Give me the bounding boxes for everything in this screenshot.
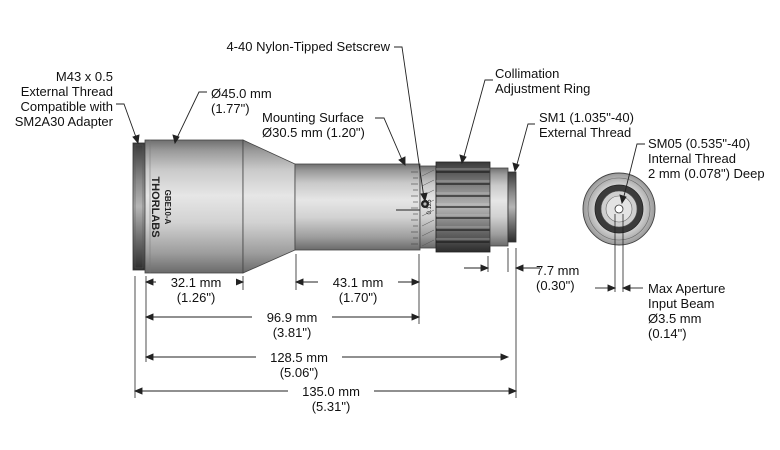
setscrew-line: 4-40 Nylon-Tipped Setscrew xyxy=(226,39,390,54)
max-aperture-callout: Max Aperture Input Beam Ø3.5 mm (0.14") xyxy=(648,281,725,341)
diameter-45-callout: Ø45.0 mm (1.77") xyxy=(211,86,272,116)
brand-text: THORLABS xyxy=(149,176,161,237)
m43-thread-callout: M43 x 0.5 External Thread Compatible wit… xyxy=(10,69,113,129)
mounting-surface-callout: Mounting Surface Ø30.5 mm (1.20") xyxy=(262,110,365,140)
aperture-line-1: Max Aperture xyxy=(648,281,726,296)
dim-43-1: 43.1 mm (1.70") xyxy=(318,275,398,305)
dim-43-in: (1.70") xyxy=(338,290,378,305)
mounting-line-1: Mounting Surface xyxy=(262,110,364,125)
collimation-ring-callout: Collimation Adjustment Ring xyxy=(495,66,590,96)
sm1-line-2: External Thread xyxy=(539,125,632,140)
m43-line-4: SM2A30 Adapter xyxy=(14,114,113,129)
dim-7-in: (0.30") xyxy=(536,278,575,293)
sm1-line-1: SM1 (1.035"-40) xyxy=(539,110,634,125)
dim-128-in: (5.06") xyxy=(279,365,319,380)
tapered-section xyxy=(242,139,296,274)
sm05-thread-callout: SM05 (0.535"-40) Internal Thread 2 mm (0… xyxy=(648,136,765,181)
dim-32-1: 32.1 mm (1.26") xyxy=(156,275,236,305)
sm1-thread-callout: SM1 (1.035"-40) External Thread xyxy=(539,110,634,140)
dim-128-5: 128.5 mm (5.06") xyxy=(256,350,342,380)
mounting-line-2: Ø30.5 mm (1.20") xyxy=(262,125,365,140)
dim-7-7: 7.7 mm (0.30") xyxy=(536,263,579,293)
sm05-line-3: 2 mm (0.078") Deep xyxy=(648,166,765,181)
sm1-thread xyxy=(507,171,517,243)
sm05-line-2: Internal Thread xyxy=(648,151,736,166)
aperture-line-2: Input Beam xyxy=(648,296,715,311)
dim-32-in: (1.26") xyxy=(176,290,216,305)
dim-43-mm: 43.1 mm xyxy=(332,275,384,290)
end-view xyxy=(582,172,656,246)
sm05-line-1: SM05 (0.535"-40) xyxy=(648,136,751,151)
dim-96-in: (3.81") xyxy=(272,325,312,340)
dim-96-mm: 96.9 mm xyxy=(266,310,318,325)
dim-135-mm: 135.0 mm xyxy=(302,384,360,399)
m43-line-1: M43 x 0.5 xyxy=(55,69,113,84)
extension-lines xyxy=(134,214,624,398)
mounting-barrel xyxy=(294,163,421,251)
collimation-line-1: Collimation xyxy=(495,66,560,81)
dim-96-9: 96.9 mm (3.81") xyxy=(252,310,332,340)
leader-lines xyxy=(116,46,645,205)
ring-mark-text: 0.125 xyxy=(427,199,433,215)
dim-135-0: 135.0 mm (5.31") xyxy=(288,384,374,414)
model-text: GBE10-A xyxy=(163,190,172,225)
input-aperture-icon xyxy=(614,204,624,214)
aperture-line-3: Ø3.5 mm xyxy=(648,311,702,326)
dim-135-in: (5.31") xyxy=(311,399,351,414)
m43-line-3: Compatible with xyxy=(20,99,114,114)
dia45-line-2: (1.77") xyxy=(211,101,250,116)
rear-barrel xyxy=(489,167,509,247)
dim-7-mm: 7.7 mm xyxy=(536,263,580,278)
setscrew-callout: 4-40 Nylon-Tipped Setscrew xyxy=(190,39,390,54)
large-barrel xyxy=(144,139,244,274)
aperture-line-4: (0.14") xyxy=(648,326,687,341)
dia45-line-1: Ø45.0 mm xyxy=(211,86,272,101)
m43-line-2: External Thread xyxy=(20,84,113,99)
dim-128-mm: 128.5 mm xyxy=(270,350,328,365)
lens-housing: THORLABS GBE10-A 0.125 xyxy=(132,139,517,274)
dim-32-mm: 32.1 mm xyxy=(170,275,222,290)
collimation-line-2: Adjustment Ring xyxy=(495,81,591,96)
